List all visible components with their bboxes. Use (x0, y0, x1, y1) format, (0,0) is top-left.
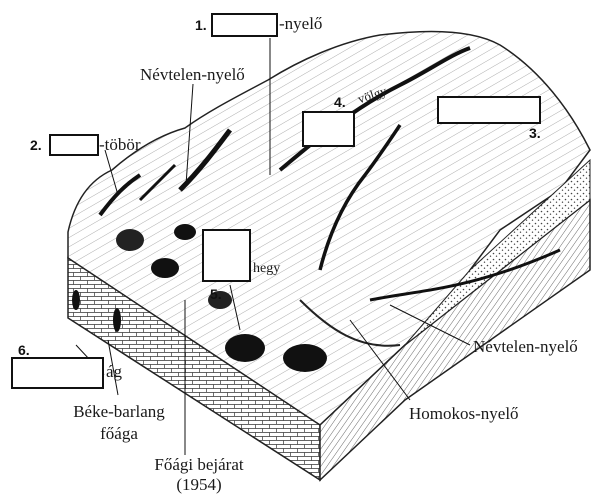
label-number-1: 1. (195, 18, 207, 32)
label-nyelo-suffix: -nyelő (279, 15, 322, 32)
sinkhole (116, 229, 144, 251)
label-nevtelen-nyelo-right: Névtelen-nyelő (473, 338, 578, 355)
label-foaga: főága (68, 425, 170, 442)
label-homokos-nyelo: Homokos-nyelő (409, 405, 519, 422)
label-tobor-suffix: -töbör (99, 136, 141, 153)
answer-box-4[interactable] (302, 111, 355, 147)
sinkhole (174, 224, 196, 240)
sinkhole (225, 334, 265, 362)
label-beke-barlang: Béke-barlang (68, 403, 170, 420)
label-number-3: 3. (529, 126, 541, 140)
answer-box-3[interactable] (437, 96, 541, 124)
label-nevtelen-nyelo-top: Névtelen-nyelő (140, 66, 245, 83)
sinkhole (283, 344, 327, 372)
label-fobejarat-year: (1954) (140, 476, 258, 493)
label-number-4: 4. (334, 95, 346, 109)
label-number-6: 6. (18, 343, 30, 357)
answer-box-1[interactable] (211, 13, 278, 37)
cave-passage (113, 308, 121, 332)
label-number-2: 2. (30, 138, 42, 152)
label-number-5: 5. (210, 287, 222, 301)
label-ag-suffix: ág (106, 363, 122, 380)
answer-box-2[interactable] (49, 134, 99, 156)
answer-box-6[interactable] (11, 357, 104, 389)
label-hegy-fragment: hegy (253, 262, 280, 276)
cave-passage (72, 290, 80, 310)
label-fobejarat: Főági bejárat (140, 456, 258, 473)
sinkhole (151, 258, 179, 278)
answer-box-5[interactable] (202, 229, 251, 282)
